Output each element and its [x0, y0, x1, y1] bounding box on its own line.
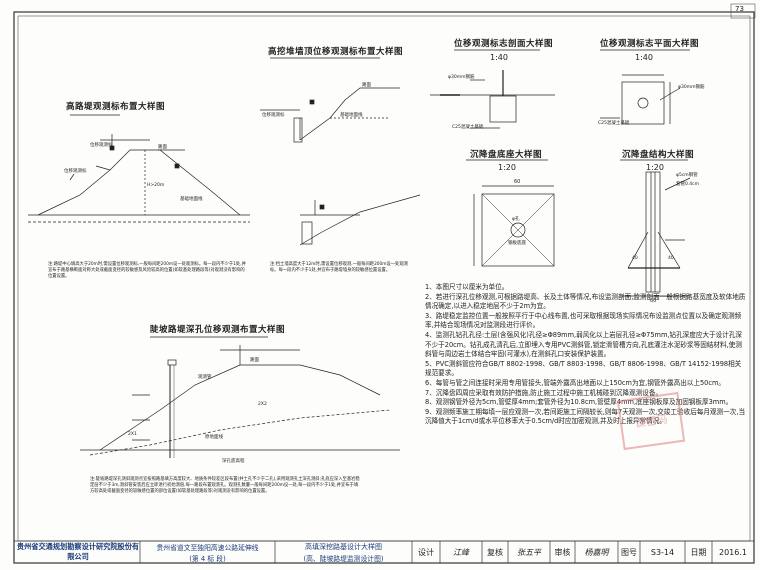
label-g-road: 路面	[158, 145, 167, 150]
scale-weiyi-plan: 1:40	[635, 53, 653, 62]
note-gaowa: 注:挡土墙高度大于12m时,需设置位移观测,一般每间距200m设一处观测标。每一…	[270, 262, 408, 274]
label-c-tube: 套管0.4cm	[676, 182, 700, 187]
corner-label: 73	[735, 5, 744, 13]
title-block-lines	[14, 540, 754, 563]
note-item: 9、观测频率施工期每填一层应观测一次,若间距施工间隔较长,则每7天观测一次,交竣…	[425, 407, 746, 426]
scale-weiyi-section: 1:40	[490, 53, 508, 62]
label-p-rebar: φ30mm钢筋	[678, 85, 705, 90]
note-item: 7、沉降盘四周应采取有效防护措施,防止施工过程中施工机械碰到沉降观测设备。	[425, 388, 663, 397]
label-g-base: 基础地面线	[180, 197, 203, 202]
label-w-base: 基础地面线	[340, 113, 363, 118]
title-chenjiang-struct: 沉降盘结构大样图	[622, 150, 695, 160]
label-c-a: 40	[632, 256, 638, 261]
tb-design-label: 设计	[418, 547, 434, 557]
note-item: 5、PVC测斜管应符合GB/T 8802-1998、GB/T 8803-1998…	[425, 359, 742, 378]
title-chenjiang-base: 沉降盘底座大样图	[470, 150, 543, 160]
tb-project-l2: (第 4 标 段)	[189, 554, 226, 563]
note-item: 1、本图尺寸以厘米为单位。	[425, 283, 509, 291]
note-item: 4、监测孔钻孔孔径:土层(含强风化)孔径≥Φ89mm,弱风化以上岩层孔径≥Φ75…	[425, 330, 743, 359]
label-b-dim: 60	[514, 179, 521, 185]
label-b-hole: φ孔	[512, 217, 520, 222]
tb-check-sign: 杨嘉明	[584, 547, 609, 557]
tb-drawing-l2: (高、陡坡路堤监测设计图)	[303, 554, 384, 563]
tb-drawing-l1: 高填深挖路基设计大样图	[305, 542, 382, 551]
scale-chenjiang-struct: 1:20	[646, 163, 664, 172]
title-gaolu: 高路堤观测标布置大样图	[66, 102, 166, 112]
tb-design-sign: 江峰	[453, 547, 469, 557]
label-d-road: 路面	[250, 358, 259, 363]
label-p-conc: C25混凝土基础	[598, 121, 630, 126]
title-weiyi-section: 位移观测标志剖面大样图	[454, 39, 554, 49]
label-d-mark: 观测管	[198, 375, 212, 380]
notes-block: 1、本图尺寸以厘米为单位。 2、若进行深孔位移观测,可根据路堤高、长及土体等情况…	[425, 283, 747, 427]
label-d-slope2: 2X1	[128, 432, 137, 437]
label-g-h: H>20m	[147, 183, 165, 188]
chenjiang-struct-figure	[620, 159, 691, 297]
note-doupo: 注:陡坡路堤深孔测斜观测点宜按照路基填方高度较大、地质条件较差区段布置(并土孔不…	[90, 477, 360, 495]
gaowa-figure	[260, 57, 421, 246]
label-g-left-top: 位移观测标	[90, 143, 113, 148]
doupo-figure	[80, 336, 400, 458]
label-b-plate: 钢板底座	[508, 241, 526, 246]
title-doupo: 陡坡路堤深孔位移观测布置大样图	[150, 325, 286, 335]
note-item: 3、路堤稳定监控位置一般按照平行于中心线布置,也可采取根据现场实际情况布设监测点…	[425, 311, 742, 330]
label-d-depth: 深孔底高程	[222, 459, 245, 464]
tb-fig-no: S3-14	[650, 547, 675, 557]
title-gaowa: 高挖堆墙顶位移观测标布置大样图	[268, 47, 404, 57]
note-item: 8、观测钢管外径为5cm,管壁厚4mm;套管外径为10.8cm,管壁厚4mm,底…	[425, 398, 733, 407]
label-c-b: 40	[668, 256, 674, 261]
label-w-road: 路面	[362, 83, 371, 88]
tb-check-label: 审核	[554, 547, 571, 557]
review-stamp: 谋密码	[616, 391, 686, 451]
note-item: 2、若进行深孔位移观测,可根据路堤高、长及土体等情况,布设监测剖面,监测剖面一般…	[425, 292, 746, 311]
note-item: 6、每管与管之间连接时采用专用管接头,管端外露高出地面以上150cm为宜,钢管外…	[425, 378, 726, 387]
tb-date: 2016.1	[719, 547, 747, 557]
tb-project-l1: 贵州省道文至独阳高速公路延伸线	[156, 543, 259, 552]
label-g-mark: 位移观测标	[64, 169, 87, 174]
tb-review-sign: 张五平	[517, 547, 541, 557]
label-d-base: 原地面线	[205, 435, 223, 440]
scale-chenjiang-base: 1:20	[498, 163, 516, 172]
tb-company: 贵州省交通规划勘察设计研究院股份有限公司	[16, 542, 140, 561]
title-weiyi-plan: 位移观测标志平面大样图	[600, 39, 700, 49]
label-c-pipe: φ5cm钢管	[676, 173, 698, 178]
label-s-conc: C25混凝土基础	[452, 125, 484, 130]
label-w-mark: 位移观测标	[262, 113, 285, 118]
gaolu-figure	[28, 114, 250, 223]
note-gaolu: 注:路堤中心填高大于20m时,需设置位移观测标,一般每间距200m设一处观测标。…	[48, 262, 246, 280]
tb-fig-no-label: 图号	[621, 547, 637, 557]
chenjiang-base-figure	[466, 159, 555, 267]
tb-review-label: 复核	[487, 547, 503, 557]
weiyi-section-figure	[430, 49, 555, 129]
label-d-slope1: 2X2	[258, 402, 267, 407]
label-s-dim: φ30mm钢筋	[448, 75, 475, 80]
weiyi-plan-figure	[600, 49, 690, 125]
tb-date-label: 日期	[690, 547, 707, 557]
label-c-dim: 60	[650, 298, 657, 304]
